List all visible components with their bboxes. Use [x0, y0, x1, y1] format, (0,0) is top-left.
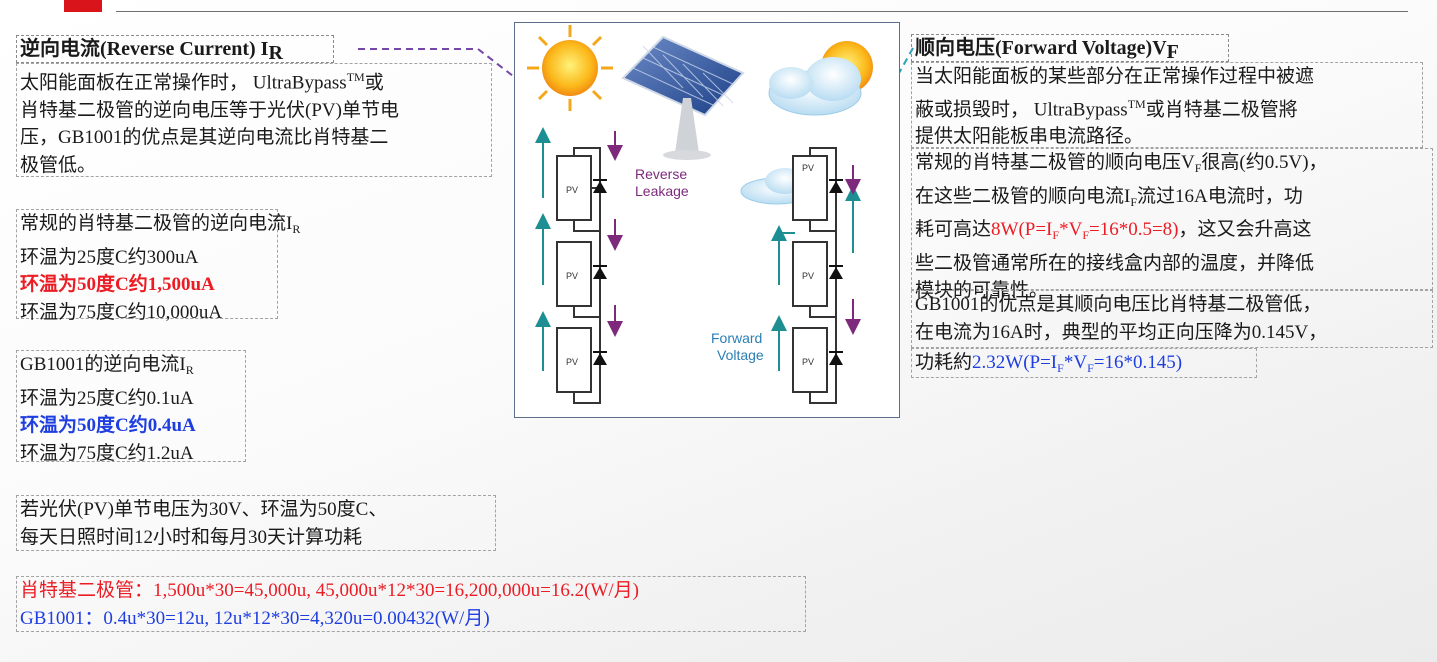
- left-diodes: [593, 179, 607, 365]
- gb1001-row-75c: 环温为75度C约1.2uA: [20, 442, 194, 464]
- schottky-calc-line: 肖特基二极管：1,500u*30=45,000u, 45,000u*12*30=…: [20, 580, 640, 601]
- bypass-diode-diagram: PV PV PV Reverse Leakage: [514, 22, 900, 418]
- reverse-current-title: 逆向电流(Reverse Current) IR: [16, 35, 334, 64]
- schottky-row-50c: 环温为50度C约1,500uA: [20, 274, 215, 295]
- title-accent-bar: [64, 0, 102, 12]
- left-current-arrows: [535, 127, 623, 371]
- schottky-row-25c: 环温为25度C约300uA: [20, 246, 199, 268]
- gb1001-row-50c: 环温为50度C约0.4uA: [20, 415, 196, 436]
- gb1001-reverse-current-table: GB1001的逆向电流IR 环温为25度C约0.1uA 环温为50度C约0.4u…: [16, 350, 246, 464]
- pv-label: PV: [802, 163, 814, 173]
- pv-label: PV: [566, 185, 578, 195]
- power-calculation: 肖特基二极管：1,500u*30=45,000u, 45,000u*12*30=…: [16, 576, 806, 632]
- reverse-current-description: 太阳能面板在正常操作时， UltraBypassTM或 肖特基二极管的逆向电压等…: [16, 63, 492, 177]
- right-current-arrows: [771, 165, 861, 371]
- reverse-leakage-label-2: Leakage: [635, 183, 689, 199]
- forward-voltage-description: 当太阳能面板的某些部分在正常操作过程中被遮 蔽或损毁时， UltraBypass…: [911, 62, 1423, 148]
- forward-voltage-title: 顺向电压(Forward Voltage)VF: [911, 34, 1229, 63]
- pv-label: PV: [802, 357, 814, 367]
- reverse-leakage-label: Reverse: [635, 166, 687, 182]
- pv-label: PV: [566, 271, 578, 281]
- schottky-row-75c: 环温为75度C约10,000uA: [20, 301, 223, 323]
- pv-label: PV: [566, 357, 578, 367]
- cloudy-sun-icon: [768, 41, 873, 116]
- solar-panel-icon: [621, 35, 745, 160]
- right-diodes: [829, 179, 843, 365]
- gb1001-row-25c: 环温为25度C约0.1uA: [20, 387, 194, 409]
- gb1001-calc-line: GB1001：0.4u*30=12u, 12u*12*30=4,320u=0.0…: [20, 607, 490, 629]
- left-pv-string: [556, 147, 601, 404]
- title-rule: [116, 11, 1408, 12]
- forward-voltage-label-2: Voltage: [717, 347, 764, 363]
- sun-icon: [527, 25, 613, 111]
- gb1001-power-result: 功耗約2.32W(P=IF*VF=16*0.145): [911, 348, 1257, 378]
- forward-voltage-label: Forward: [711, 330, 762, 346]
- schottky-reverse-current-table: 常规的肖特基二极管的逆向电流IR 环温为25度C约300uA 环温为50度C约1…: [16, 209, 300, 323]
- pv-label: PV: [802, 271, 814, 281]
- right-pv-string: [792, 147, 837, 404]
- schottky-forward-voltage-paragraph: 常规的肖特基二极管的顺向电压VF很高(约0.5V)， 在这些二极管的顺向电流IF…: [911, 148, 1433, 301]
- power-assumption-note: 若光伏(PV)单节电压为30V、环温为50度C、 每天日照时间12小时和每月30…: [16, 495, 496, 551]
- gb1001-forward-voltage-paragraph: GB1001的优点是其顺向电压比肖特基二极管低， 在电流为16A时，典型的平均正…: [911, 290, 1433, 348]
